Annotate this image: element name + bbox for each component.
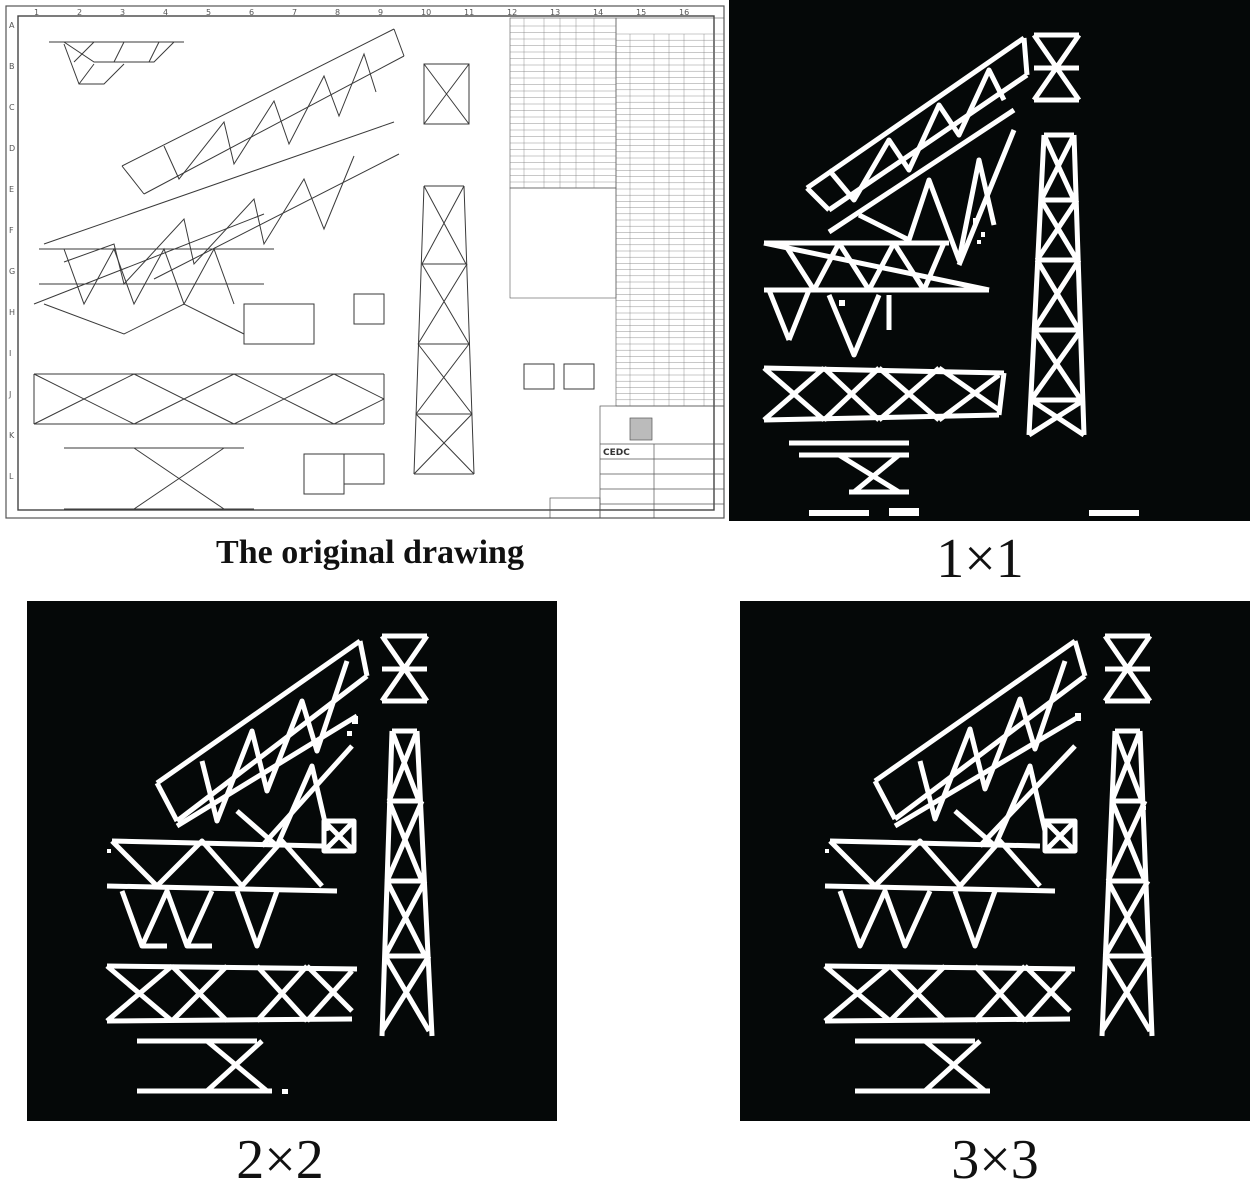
grid-row-label: A	[9, 21, 15, 30]
cedc-logo: CEDC	[603, 448, 630, 458]
grid-row-label: I	[9, 349, 11, 358]
grid-col-label: 11	[464, 8, 474, 17]
grid-row-label: J	[8, 390, 11, 399]
grid-row-label: K	[9, 431, 15, 440]
grid-col-label: 15	[636, 8, 646, 17]
mask-2x2	[105, 633, 435, 1094]
grid-row-label: E	[9, 185, 14, 194]
grid-col-label: 16	[679, 8, 689, 17]
grid-col-label: 7	[292, 8, 297, 17]
grid-col-label: 4	[163, 8, 168, 17]
grid-row-label: B	[9, 62, 15, 71]
grid-col-label: 8	[335, 8, 340, 17]
grid-col-label: 5	[206, 8, 211, 17]
grid-row-label: C	[9, 103, 15, 112]
mask-2x2-panel	[27, 601, 557, 1121]
grid-col-label: 1	[34, 8, 39, 17]
caption-1x1: 1×1	[936, 528, 1024, 590]
caption-3x3: 3×3	[951, 1129, 1039, 1191]
mask-3x3-panel	[740, 601, 1250, 1121]
mask-1x1	[762, 32, 1139, 516]
grid-col-label: 2	[77, 8, 82, 17]
grid-col-label: 3	[120, 8, 125, 17]
grid-col-label: 10	[421, 8, 431, 17]
grid-col-label: 12	[507, 8, 517, 17]
grid-row-label: D	[9, 144, 15, 153]
grid-row-label: F	[9, 226, 14, 235]
mask-1x1-panel	[729, 0, 1250, 521]
caption-2x2: 2×2	[236, 1129, 324, 1191]
grid-col-label: 14	[593, 8, 603, 17]
grid-col-label: 9	[378, 8, 383, 17]
grid-col-label: 6	[249, 8, 254, 17]
mask-3x3	[823, 633, 1155, 1094]
caption-original: The original drawing	[216, 534, 524, 571]
grid-row-label: G	[9, 267, 15, 276]
grid-row-label: H	[9, 308, 15, 317]
grid-col-label: 13	[550, 8, 560, 17]
grid-row-label: L	[9, 472, 14, 481]
